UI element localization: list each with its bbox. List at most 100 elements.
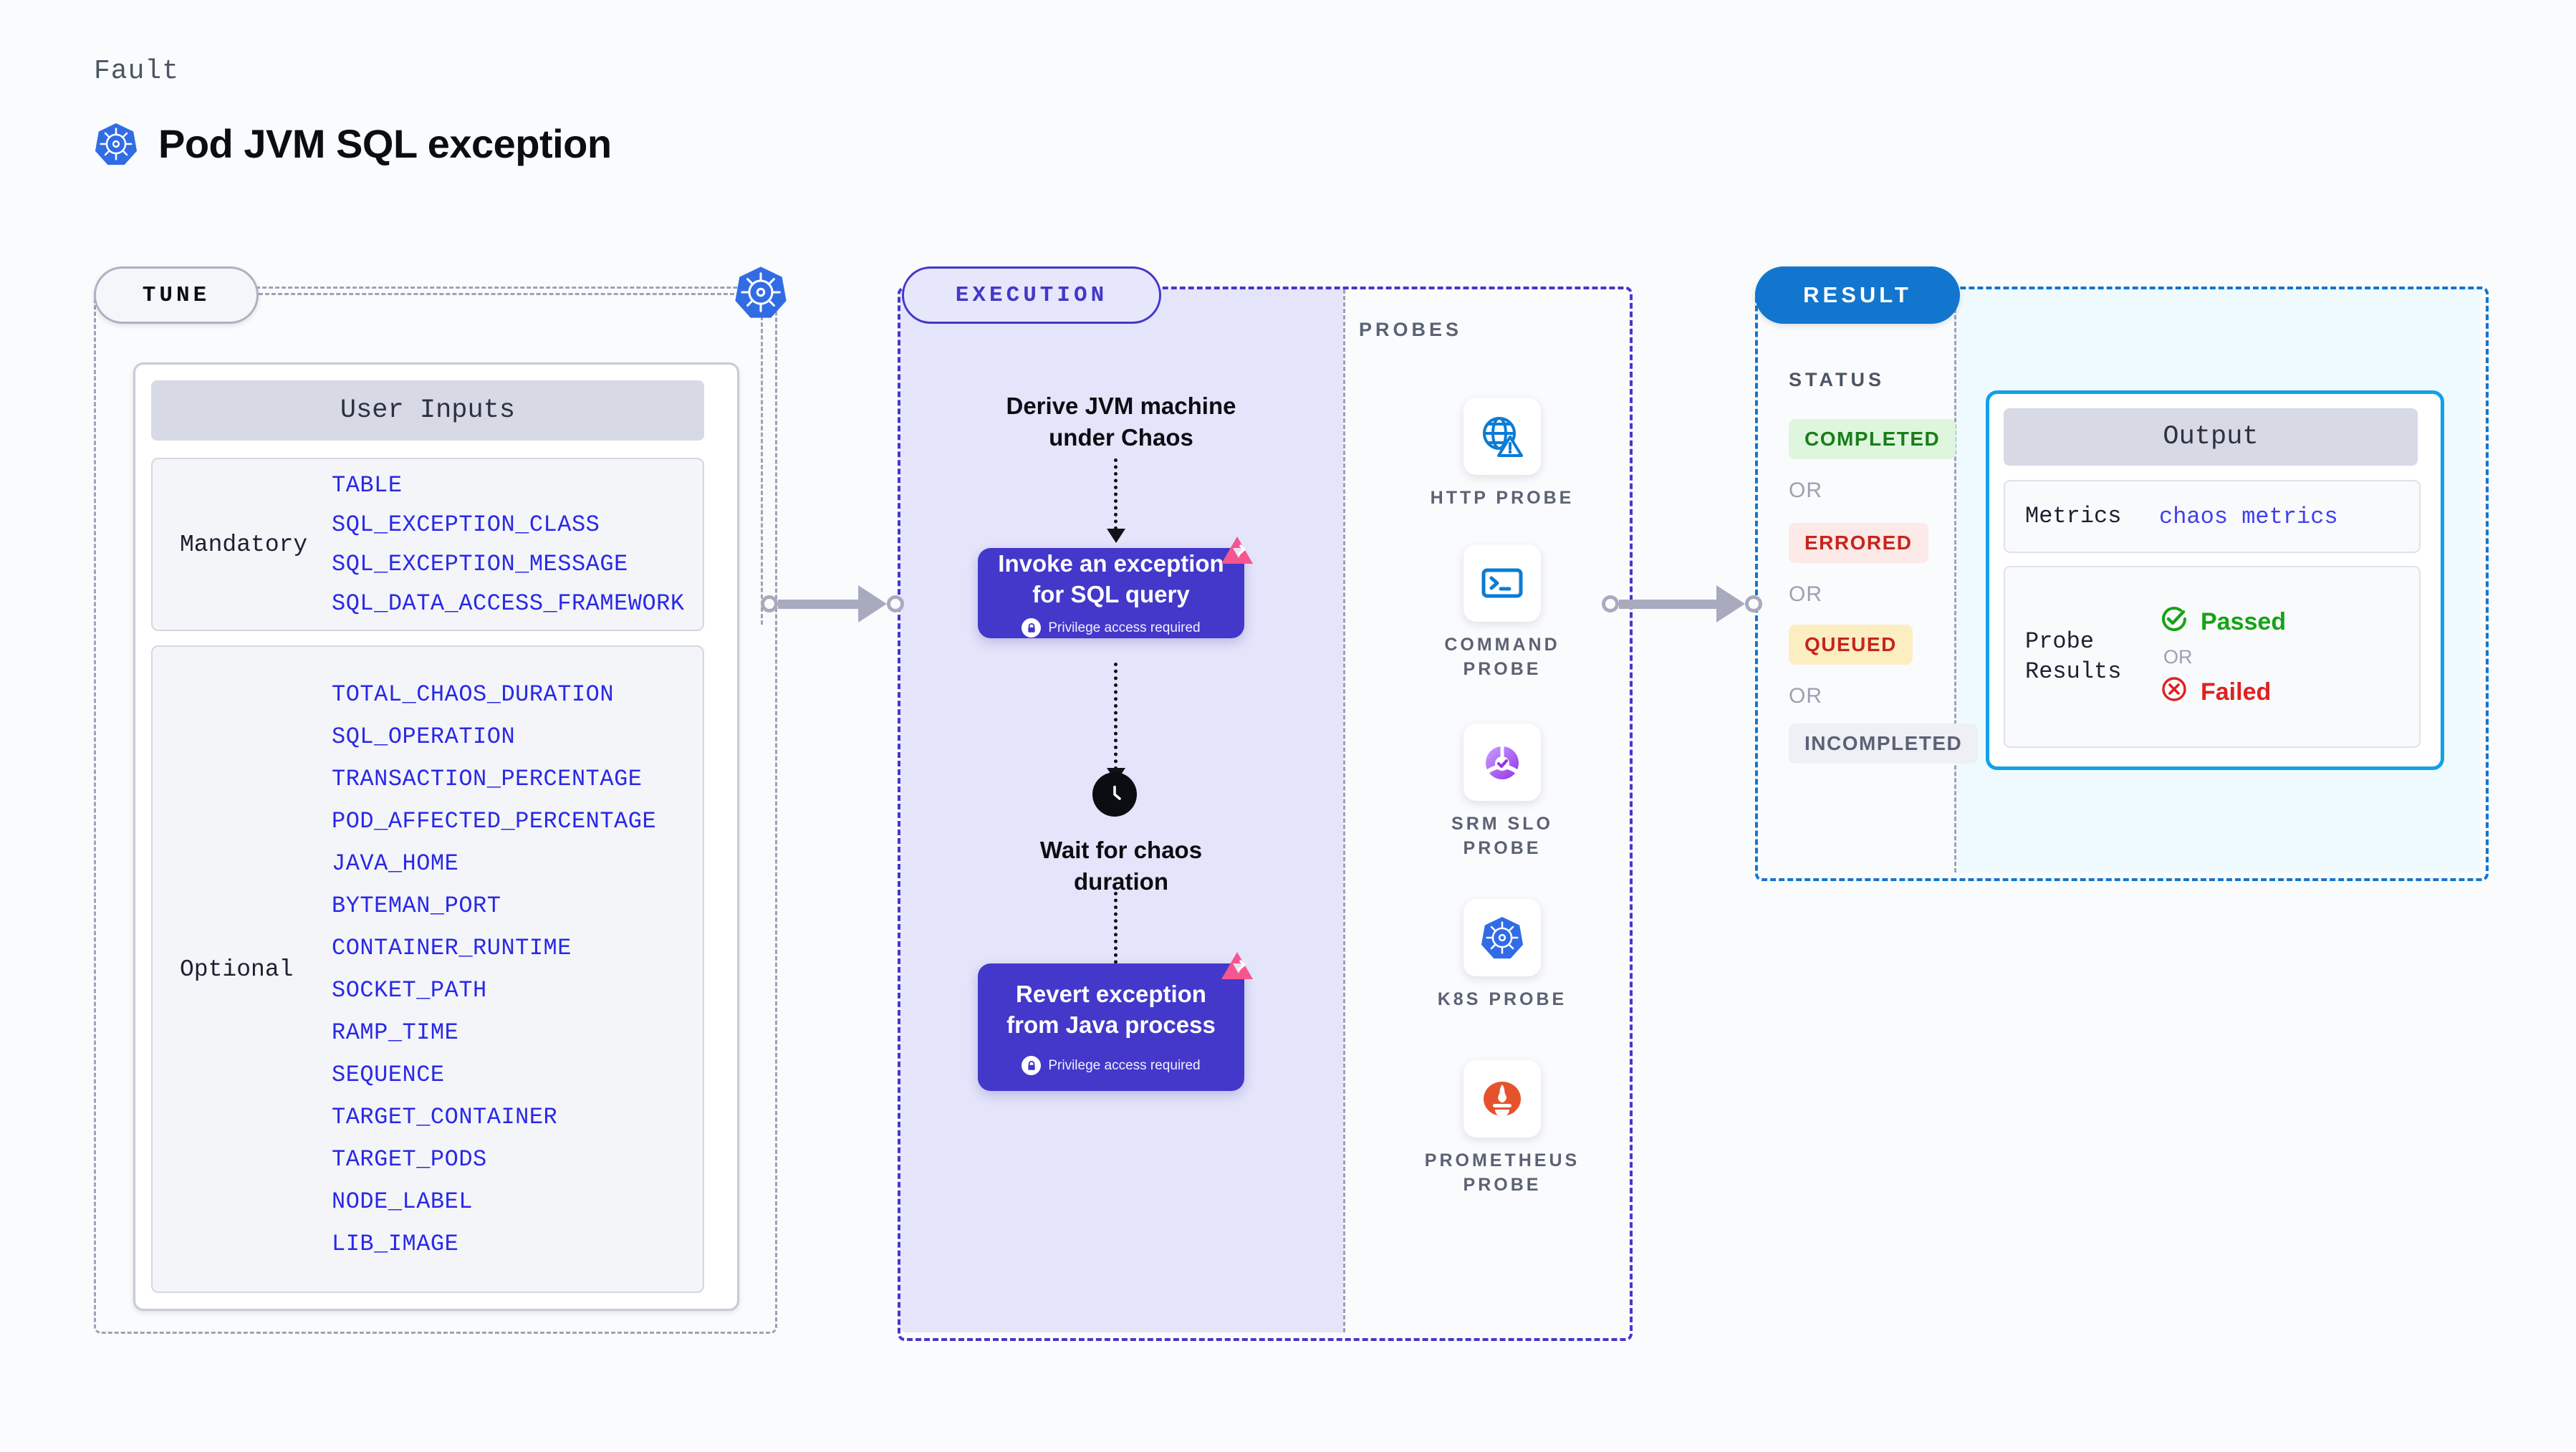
connector-end-dot xyxy=(887,595,904,612)
mandatory-param-group: Mandatory TABLE SQL_EXCEPTION_CLASS SQL_… xyxy=(151,458,704,631)
tune-section-pill[interactable]: TUNE xyxy=(94,266,259,324)
flow-arrow-head xyxy=(1107,529,1125,543)
connector-start-dot xyxy=(761,595,778,612)
param-item[interactable]: CONTAINER_RUNTIME xyxy=(332,935,572,961)
execution-step-wait: Wait for chaos duration xyxy=(1039,837,1203,895)
connector-end-dot xyxy=(1745,595,1762,612)
probe-item-srm-slo[interactable]: SRM SLO PROBE xyxy=(1409,723,1595,861)
mandatory-group-label: Mandatory xyxy=(180,531,308,558)
result-section-pill[interactable]: RESULT xyxy=(1755,266,1960,324)
execution-card-invoke-title: Invoke an exception for SQL query xyxy=(998,549,1224,607)
tune-k8s-drop-line xyxy=(761,309,763,625)
execution-card-invoke[interactable]: Invoke an exception for SQL query Privil… xyxy=(978,537,1253,638)
or-separator: OR xyxy=(1789,582,1822,606)
user-inputs-card: User Inputs Mandatory TABLE SQL_EXCEPTIO… xyxy=(133,362,739,1311)
param-item[interactable]: TABLE xyxy=(332,472,403,499)
execution-card-revert[interactable]: Revert exception from Java process Privi… xyxy=(978,952,1253,1091)
mandatory-param-list: TABLE SQL_EXCEPTION_CLASS SQL_EXCEPTION_… xyxy=(332,466,703,623)
param-item[interactable]: TARGET_PODS xyxy=(332,1146,487,1173)
privilege-note: Privilege access required xyxy=(1022,1056,1201,1076)
result-section-box xyxy=(1755,287,2489,881)
probe-result-passed: Passed xyxy=(2159,604,2286,640)
param-item[interactable]: BYTEMAN_PORT xyxy=(332,893,501,919)
connector-bar xyxy=(1619,599,1718,609)
probe-item-k8s[interactable]: K8S PROBE xyxy=(1409,899,1595,1012)
param-item[interactable]: TRANSACTION_PERCENTAGE xyxy=(332,766,643,792)
param-item[interactable]: TARGET_CONTAINER xyxy=(332,1104,558,1130)
output-probe-results-row: Probe Results Passed OR xyxy=(2004,566,2421,748)
probe-label: SRM SLO PROBE xyxy=(1451,814,1553,858)
kubernetes-icon xyxy=(1464,899,1541,976)
failed-label: Failed xyxy=(2201,678,2272,706)
metrics-value[interactable]: chaos metrics xyxy=(2159,503,2338,530)
check-circle-icon xyxy=(2159,604,2189,640)
param-item[interactable]: SQL_EXCEPTION_MESSAGE xyxy=(332,551,628,577)
status-badge-completed: COMPLETED xyxy=(1789,419,1956,459)
status-label: STATUS xyxy=(1789,369,1885,390)
flow-dotted-line xyxy=(1114,458,1118,530)
passed-label: Passed xyxy=(2201,607,2287,635)
tune-connector-line xyxy=(252,293,754,295)
fault-kicker-label: Fault xyxy=(94,56,180,87)
output-card: Output Metrics chaos metrics Probe Resul… xyxy=(1986,390,2444,770)
chaos-badge-icon xyxy=(1217,948,1257,991)
param-item[interactable]: SOCKET_PATH xyxy=(332,977,487,1004)
connector-bar xyxy=(778,599,860,609)
probe-label: HTTP PROBE xyxy=(1430,488,1575,508)
connector-start-dot xyxy=(1602,595,1619,612)
result-divider-line xyxy=(1954,289,1956,872)
optional-group-label: Optional xyxy=(180,956,294,983)
param-item[interactable]: POD_AFFECTED_PERCENTAGE xyxy=(332,808,657,835)
probe-item-command[interactable]: COMMAND PROBE xyxy=(1409,544,1595,682)
slo-gauge-icon xyxy=(1464,723,1541,801)
optional-param-group: Optional TOTAL_CHAOS_DURATION SQL_OPERAT… xyxy=(151,645,704,1293)
param-item[interactable]: SEQUENCE xyxy=(332,1062,445,1088)
lock-icon xyxy=(1022,1056,1042,1076)
probe-label: PROMETHEUS PROBE xyxy=(1424,1150,1580,1195)
param-item[interactable]: LIB_IMAGE xyxy=(332,1231,459,1257)
output-metrics-row: Metrics chaos metrics xyxy=(2004,480,2421,553)
user-inputs-title: User Inputs xyxy=(151,380,704,441)
lock-icon xyxy=(1022,618,1042,638)
param-item[interactable]: TOTAL_CHAOS_DURATION xyxy=(332,681,615,708)
param-item[interactable]: RAMP_TIME xyxy=(332,1019,459,1046)
status-badge-errored: ERRORED xyxy=(1789,523,1928,563)
terminal-icon xyxy=(1464,544,1541,622)
tune-section-box xyxy=(94,287,777,1334)
param-item[interactable]: JAVA_HOME xyxy=(332,850,459,877)
output-title: Output xyxy=(2004,408,2418,466)
prometheus-icon xyxy=(1464,1060,1541,1138)
metrics-key: Metrics xyxy=(2025,503,2122,530)
flow-dotted-line xyxy=(1114,892,1118,971)
optional-param-list: TOTAL_CHAOS_DURATION SQL_OPERATION TRANS… xyxy=(332,673,703,1265)
connector-execution-to-result xyxy=(1602,585,1762,622)
probe-item-http[interactable]: HTTP PROBE xyxy=(1409,398,1595,511)
or-separator: OR xyxy=(1789,684,1822,708)
connector-arrow-head xyxy=(1716,585,1745,622)
param-item[interactable]: SQL_DATA_ACCESS_FRAMEWORK xyxy=(332,590,685,617)
status-badge-incompleted: INCOMPLETED xyxy=(1789,723,1979,764)
privilege-note: Privilege access required xyxy=(1022,618,1201,638)
connector-arrow-head xyxy=(858,585,887,622)
execution-section-pill[interactable]: EXECUTION xyxy=(902,266,1161,324)
probe-results-values: Passed OR Failed xyxy=(2159,604,2286,711)
status-badge-queued: QUEUED xyxy=(1789,625,1913,665)
privilege-text: Privilege access required xyxy=(1048,1057,1201,1073)
globe-alert-icon xyxy=(1464,398,1541,475)
param-item[interactable]: SQL_EXCEPTION_CLASS xyxy=(332,511,600,538)
kubernetes-icon xyxy=(94,122,138,166)
x-circle-icon xyxy=(2159,674,2189,711)
chaos-badge-icon xyxy=(1217,532,1257,576)
connector-tune-to-execution xyxy=(761,585,904,622)
param-item[interactable]: SQL_OPERATION xyxy=(332,723,516,750)
page-title: Pod JVM SQL exception xyxy=(158,121,612,166)
probe-result-failed: Failed xyxy=(2159,674,2286,711)
probes-section-label: PROBES xyxy=(1359,319,1463,340)
probe-label: K8S PROBE xyxy=(1437,989,1567,1009)
clock-icon xyxy=(1092,772,1137,817)
or-separator: OR xyxy=(2163,645,2193,668)
probe-item-prometheus[interactable]: PROMETHEUS PROBE xyxy=(1409,1060,1595,1198)
param-item[interactable]: NODE_LABEL xyxy=(332,1188,474,1215)
fault-title-row: Pod JVM SQL exception xyxy=(94,120,612,167)
probe-label: COMMAND PROBE xyxy=(1444,635,1560,679)
